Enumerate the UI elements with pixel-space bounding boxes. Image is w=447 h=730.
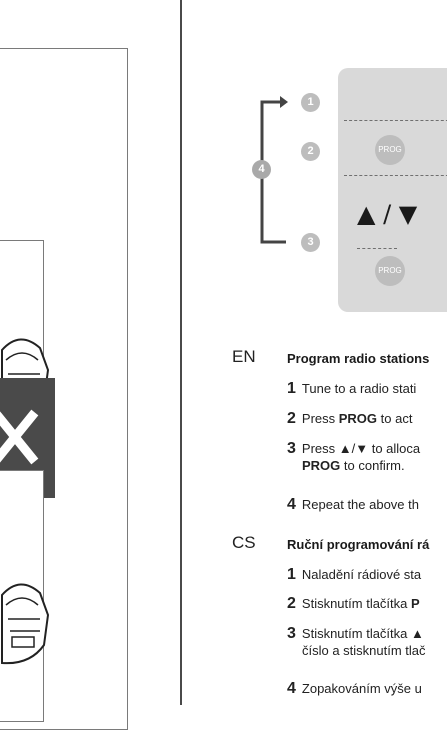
- speaker-device-icon-2: [0, 583, 50, 665]
- section-title-en: Program radio stations: [287, 351, 430, 366]
- step-text: to confirm.: [340, 458, 405, 473]
- step-number-3: 3: [301, 233, 320, 252]
- cs-step-1: 1 Naladění rádiové sta: [287, 566, 421, 584]
- cs-step-3-line-2: číslo a stisknutím tlač: [302, 643, 426, 658]
- prog-button: PROG: [375, 135, 405, 165]
- en-step-1: 1 Tune to a radio stati: [287, 380, 416, 398]
- step-num: 4: [287, 680, 296, 697]
- step-num: 3: [287, 440, 296, 457]
- dashed-separator: [357, 248, 397, 249]
- step-num: 2: [287, 410, 296, 427]
- en-step-4: 4 Repeat the above th: [287, 496, 419, 514]
- dashed-separator: [344, 175, 447, 176]
- step-num: 1: [287, 380, 296, 397]
- language-code-en: EN: [232, 347, 256, 366]
- language-code-cs: CS: [232, 533, 256, 552]
- step-num: 1: [287, 566, 296, 583]
- up-down-arrows-icon: ▲ / ▼: [357, 200, 418, 228]
- step-text: Stisknutím tlačítka ▲: [301, 626, 424, 641]
- prog-keyword: PROG: [338, 411, 378, 426]
- cs-step-4: 4 Zopakováním výše u: [287, 680, 422, 698]
- en-step-3-line-2: PROG to confirm.: [302, 458, 405, 473]
- page-divider: [180, 0, 182, 705]
- cs-step-2: 2 Stisknutím tlačítka P: [287, 595, 420, 613]
- step-text: Stisknutím tlačítka: [301, 596, 411, 611]
- step-text: to act: [377, 411, 413, 426]
- step-num: 4: [287, 496, 296, 513]
- cs-step-3: 3 Stisknutím tlačítka ▲: [287, 625, 424, 643]
- step-num: 3: [287, 625, 296, 642]
- step-num: 2: [287, 595, 296, 612]
- step-text: Naladění rádiové sta: [301, 567, 422, 582]
- cross-icon: [0, 409, 39, 465]
- step-text: Press ▲/▼ to alloca: [301, 441, 421, 456]
- step-text: Press: [301, 411, 339, 426]
- step-text: Tune to a radio stati: [301, 381, 417, 396]
- prog-button-2: PROG: [375, 256, 405, 286]
- step-number-1: 1: [301, 93, 320, 112]
- step-number-2: 2: [301, 142, 320, 161]
- prog-keyword: P: [411, 596, 420, 611]
- prog-keyword: PROG: [302, 458, 341, 473]
- en-step-3: 3 Press ▲/▼ to alloca: [287, 440, 420, 458]
- dashed-separator: [344, 120, 447, 121]
- step-text: Repeat the above th: [301, 497, 419, 512]
- step-number-4: 4: [252, 160, 271, 179]
- step-text: Zopakováním výše u: [301, 681, 422, 696]
- en-step-2: 2 Press PROG to act: [287, 410, 412, 428]
- section-title-cs: Ruční programování rá: [287, 537, 430, 552]
